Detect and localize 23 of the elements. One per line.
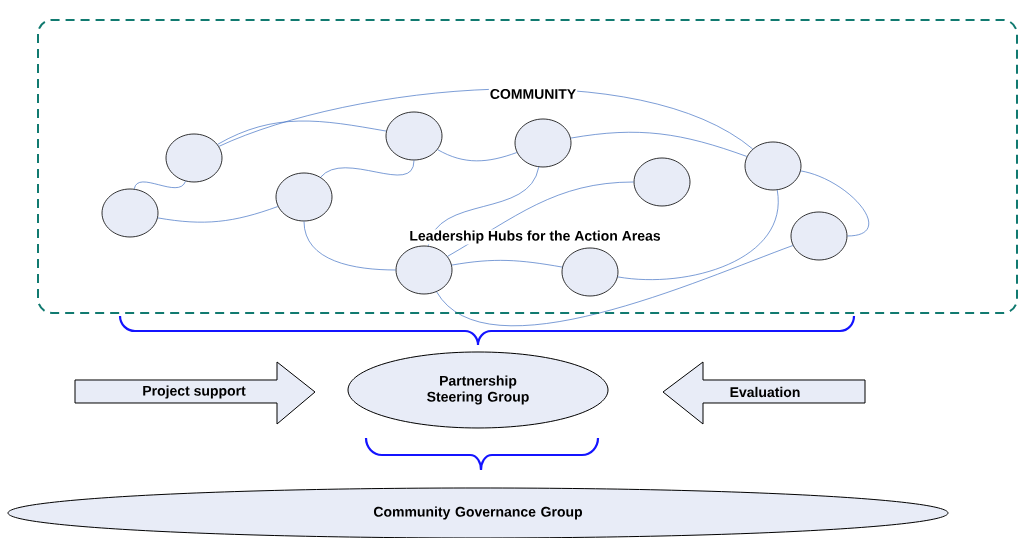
hub-circle	[395, 245, 453, 295]
connector-line	[217, 120, 387, 145]
connector-line	[800, 170, 869, 237]
connector-line	[157, 206, 279, 223]
connector-line	[133, 180, 186, 190]
hub-circle	[101, 188, 159, 238]
hub-circle	[385, 111, 443, 161]
connector-line	[570, 131, 748, 157]
hub-circle	[633, 157, 691, 207]
connector-line	[451, 260, 563, 268]
dashed-frame: COMMUNITY Leadership Hubs for the Action Areas	[37, 19, 1018, 314]
hub-circle	[744, 141, 802, 191]
connector-line	[436, 245, 794, 326]
hub-circle	[514, 118, 572, 168]
hub-circle	[275, 172, 333, 222]
hub-circle	[165, 133, 223, 183]
hub-circle	[561, 247, 619, 297]
hub-circle	[790, 211, 848, 261]
connector-line	[427, 166, 540, 247]
connector-line	[617, 189, 779, 280]
connector-line	[437, 149, 518, 162]
connector-line	[303, 221, 396, 271]
connector-line	[320, 160, 415, 178]
